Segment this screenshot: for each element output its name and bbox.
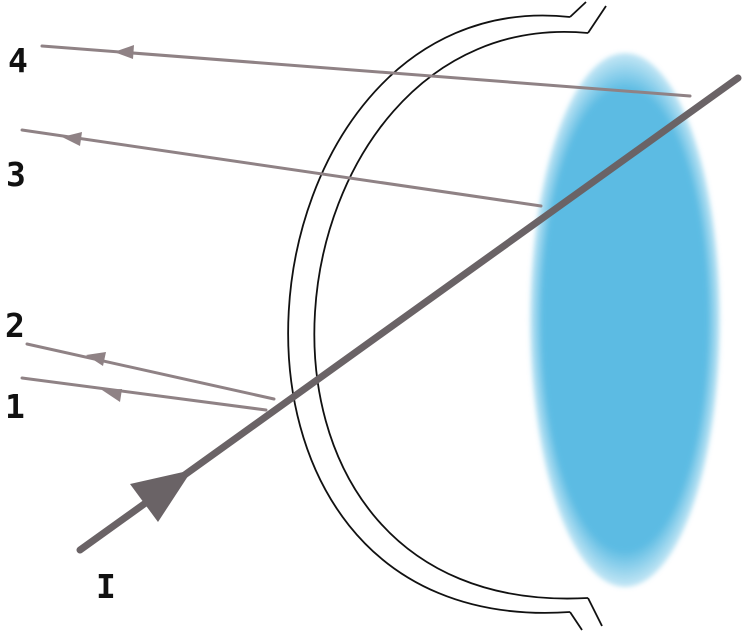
- reflected-ray-2: [25, 342, 276, 401]
- reflected-ray-4: [40, 44, 692, 98]
- arrowhead-icon: [114, 45, 134, 59]
- lens-shape: [530, 53, 720, 587]
- reflected-arrowheads: [62, 45, 134, 402]
- reflected-ray-3: [20, 128, 543, 208]
- incident-arrowhead-icon: [130, 470, 192, 522]
- cornea-shell: [287, 1, 607, 631]
- cornea-inner-surface: [313, 30, 589, 600]
- label-ray-4: 4: [8, 41, 28, 80]
- cornea-top-break-right: [587, 5, 607, 34]
- cornea-bottom-break-right: [587, 597, 603, 627]
- label-ray-2: 2: [5, 306, 25, 345]
- label-ray-1: 1: [5, 387, 25, 426]
- cornea-bottom-break-left: [569, 611, 583, 631]
- arrowhead-icon: [86, 352, 106, 366]
- arrowhead-icon: [102, 389, 122, 402]
- reflected-ray-1: [20, 376, 268, 412]
- cornea-outer-surface: [287, 14, 571, 614]
- label-ray-3: 3: [6, 155, 26, 194]
- reflected-rays: [20, 44, 692, 412]
- arrowhead-icon: [62, 132, 82, 146]
- cornea-top-break-left: [569, 1, 587, 18]
- label-incident: I: [96, 567, 116, 606]
